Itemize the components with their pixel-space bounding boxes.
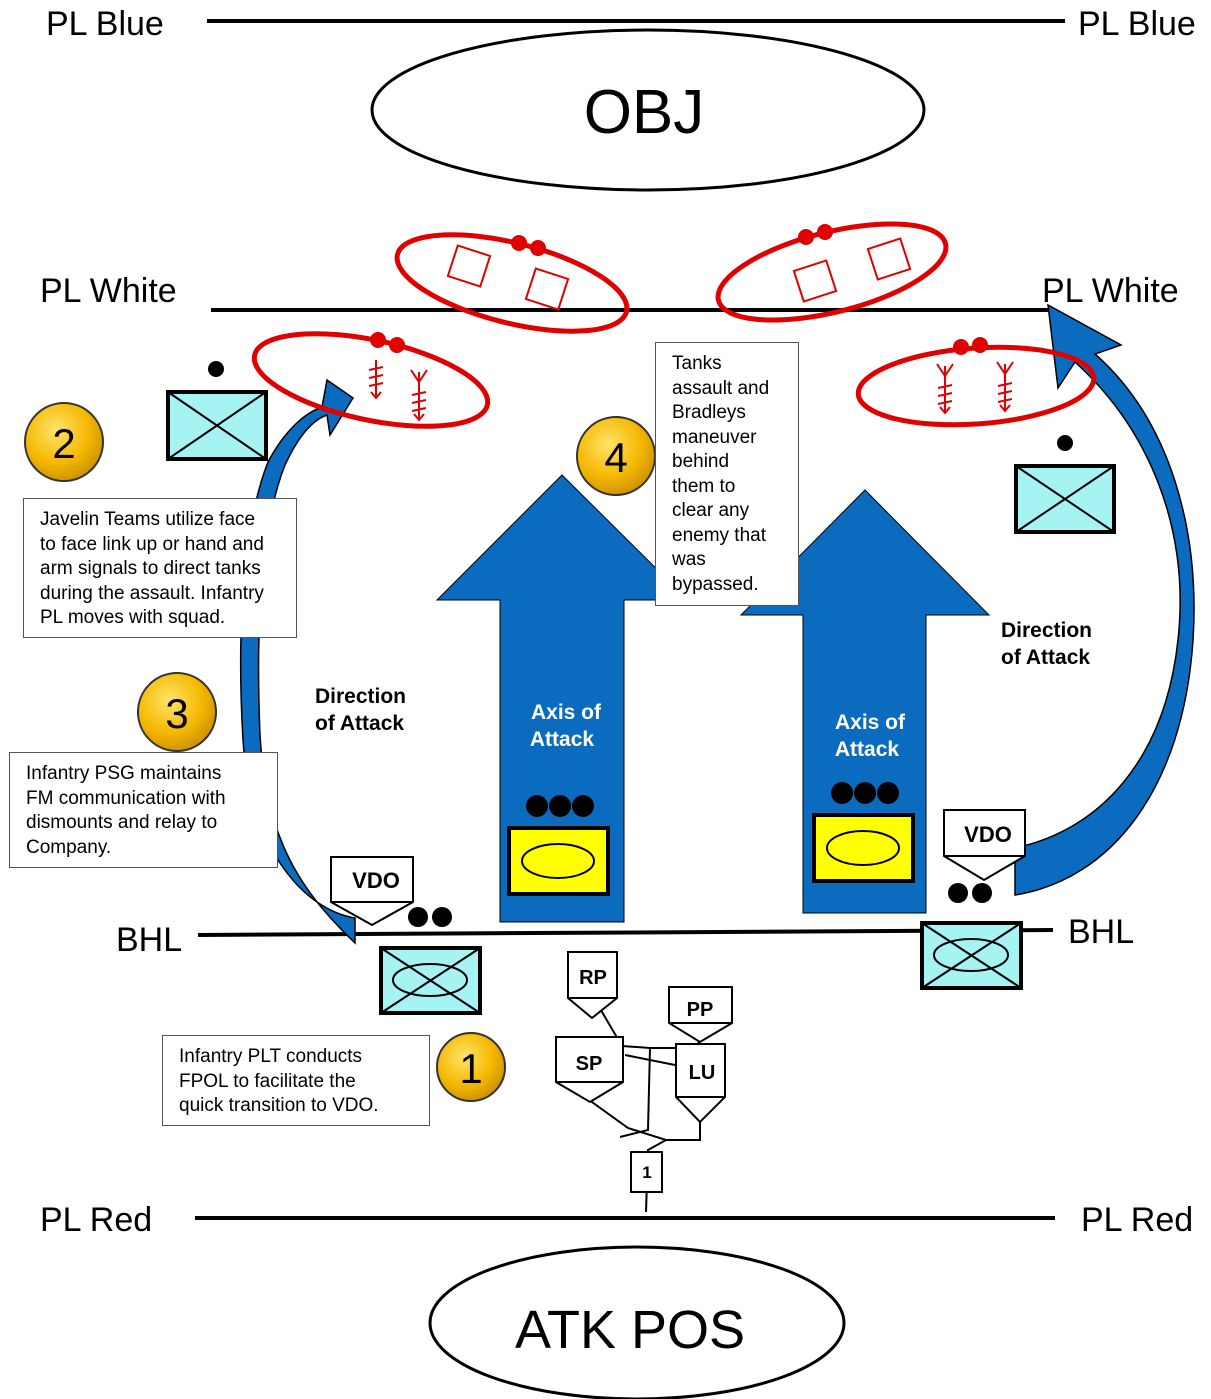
axis-of-attack-left-line1: Axis of bbox=[531, 701, 602, 724]
bhl-line bbox=[197, 928, 1054, 937]
step2-note: Javelin Teams utilize face to face link … bbox=[23, 498, 297, 638]
pl-red-label-right: PL Red bbox=[1081, 1201, 1193, 1239]
tank-platoon-left bbox=[507, 795, 610, 896]
axis-of-attack-left-line2: Attack bbox=[530, 728, 595, 751]
lu-marker bbox=[675, 1043, 726, 1124]
sp-marker bbox=[555, 1036, 624, 1104]
step-badge-4: 4 bbox=[576, 416, 656, 496]
attack-position-ellipse bbox=[428, 1245, 846, 1399]
step1-note-line: FPOL to facilitate the bbox=[179, 1070, 356, 1092]
step2-note-line: to face link up or hand and bbox=[40, 533, 264, 555]
bhl-label-right: BHL bbox=[1068, 913, 1134, 951]
step-badge-1: 1 bbox=[436, 1032, 506, 1102]
direction-of-attack-left-line2: of Attack bbox=[315, 712, 404, 735]
step1-note-line: quick transition to VDO. bbox=[179, 1095, 379, 1116]
vdo-marker-left bbox=[330, 856, 414, 927]
step3-note: Infantry PSG maintains FM communication … bbox=[9, 752, 278, 868]
mech-infantry-platoon-right bbox=[920, 883, 1023, 990]
lu-label: LU bbox=[689, 1062, 716, 1084]
step-number-3: 3 bbox=[165, 690, 188, 737]
rp-label: RP bbox=[579, 967, 607, 989]
pp-marker bbox=[668, 986, 733, 1044]
step4-note: Tanks assault and Bradleys maneuver behi… bbox=[655, 342, 799, 606]
right-curved-arrow bbox=[1014, 303, 1195, 896]
step2-note-line: Javelin Teams utilize face bbox=[40, 509, 256, 530]
sp-label: SP bbox=[576, 1053, 603, 1075]
enemy-infantry-position-right bbox=[855, 337, 1097, 428]
step-number-2: 2 bbox=[52, 420, 75, 467]
vdo-label-left: VDO bbox=[352, 868, 400, 893]
step4-note-line: assault and bbox=[672, 377, 770, 399]
direction-of-attack-left-line1: Direction bbox=[315, 685, 406, 708]
rp-marker bbox=[567, 951, 618, 1020]
step2-note-line: arm signals to direct tanks bbox=[40, 558, 261, 579]
step1-note-line: Infantry PLT conducts bbox=[179, 1046, 363, 1067]
axis-of-attack-arrow-right bbox=[739, 489, 991, 914]
step3-note-line: Company. bbox=[26, 836, 112, 858]
step4-note-line: Bradleys bbox=[672, 402, 746, 423]
step4-note-line: enemy that bbox=[672, 524, 766, 546]
step-badge-3: 3 bbox=[137, 672, 217, 752]
direction-of-attack-right-line2: of Attack bbox=[1001, 646, 1090, 669]
route-number-label: 1 bbox=[642, 1163, 651, 1182]
step4-note-line: behind bbox=[672, 451, 730, 472]
step2-note-line: during the assault. Infantry bbox=[40, 582, 264, 604]
bhl-label-left: BHL bbox=[116, 921, 182, 959]
step4-note-line: Tanks bbox=[672, 353, 722, 374]
step-number-4: 4 bbox=[604, 434, 627, 481]
step3-note-line: Infantry PSG maintains bbox=[26, 763, 222, 784]
step4-note-line: bypassed. bbox=[672, 573, 759, 595]
pl-blue-label-left: PL Blue bbox=[46, 5, 164, 43]
enemy-armor-position-right bbox=[715, 221, 949, 323]
step4-note-line: clear any bbox=[672, 500, 750, 521]
step-badge-2: 2 bbox=[24, 402, 104, 482]
step-number-1: 1 bbox=[459, 1045, 482, 1092]
step4-note-line: maneuver bbox=[672, 426, 757, 448]
mech-infantry-platoon-left bbox=[379, 907, 482, 1015]
pl-white-label-left: PL White bbox=[40, 272, 177, 310]
objective-label: OBJ bbox=[584, 78, 705, 147]
direction-of-attack-right-line1: Direction bbox=[1001, 619, 1092, 642]
step4-note-line: them to bbox=[672, 475, 736, 497]
step4-note-line: was bbox=[672, 549, 706, 570]
objective-ellipse bbox=[370, 28, 926, 192]
pp-label: PP bbox=[687, 999, 714, 1021]
enemy-infantry-position-left bbox=[251, 331, 491, 429]
pl-blue-label-right: PL Blue bbox=[1078, 5, 1196, 43]
step3-note-line: dismounts and relay to bbox=[26, 812, 218, 833]
vdo-label-right: VDO bbox=[964, 822, 1012, 847]
axis-of-attack-arrow-left bbox=[435, 474, 690, 923]
axis-of-attack-right-line2: Attack bbox=[835, 738, 900, 761]
javelin-team-left bbox=[166, 361, 268, 461]
attack-position-label: ATK POS bbox=[515, 1300, 745, 1360]
route-number-box bbox=[630, 1151, 663, 1193]
axis-of-attack-right-line1: Axis of bbox=[835, 711, 906, 734]
tank-platoon-right bbox=[812, 782, 915, 883]
vdo-marker-right bbox=[943, 809, 1026, 882]
step3-note-line: FM communication with bbox=[26, 787, 226, 809]
step1-note: Infantry PLT conducts FPOL to facilitate… bbox=[162, 1035, 430, 1126]
javelin-team-right bbox=[1014, 435, 1116, 534]
pl-red-label-left: PL Red bbox=[40, 1201, 152, 1239]
step2-note-line: PL moves with squad. bbox=[40, 607, 226, 628]
enemy-armor-position-left bbox=[394, 232, 630, 334]
pl-white-label-right: PL White bbox=[1042, 272, 1179, 310]
